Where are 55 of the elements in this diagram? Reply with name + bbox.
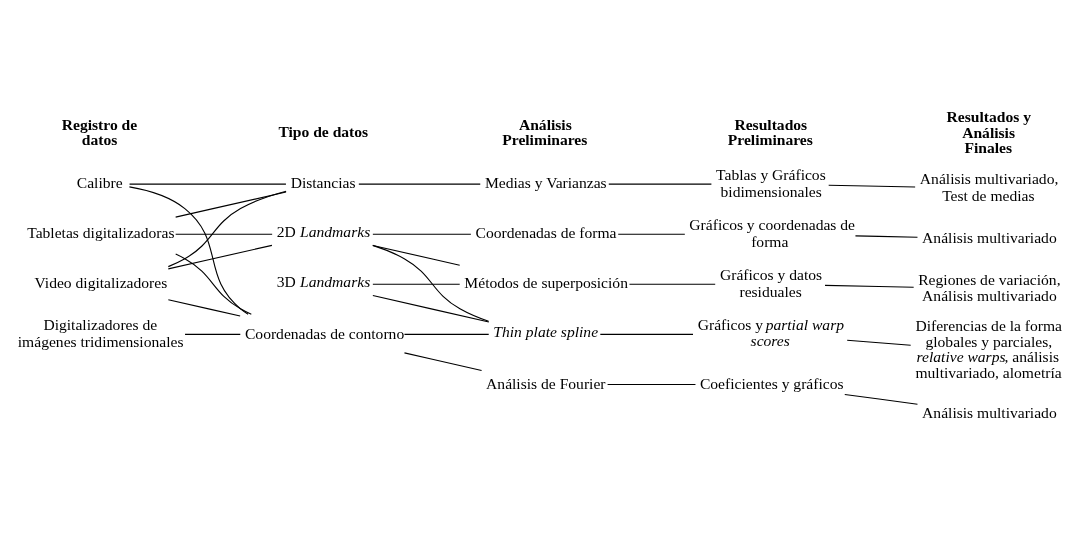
connector [372,294,490,323]
node-text: Thin plate spline [493,322,599,340]
node-text: Gráficos y datos residuales [719,265,823,300]
connector [628,283,716,285]
connector [844,393,919,405]
node-text: Calibre [76,173,123,191]
node-text: Análisis de Fourier [486,374,606,392]
node-text: 3D Landmarks [276,272,371,290]
node-text: Tablas y Gráficos bidimensionales [716,165,826,200]
node-text: Tabletas digitalizadoras [27,223,175,241]
connector [129,183,287,185]
connector [854,234,919,238]
node-text: Regiones de variación, Análisis multivariado [918,270,1061,304]
node-text: Análisis multivariado, Test de medias [919,169,1059,204]
node-text: Medias y Varianzas [484,173,607,191]
connector [846,339,912,346]
node-text: Coordenadas de forma [475,223,617,241]
connector [184,333,241,335]
connector [372,244,490,322]
node-text: Video digitalizadores [34,273,168,291]
connector [607,383,697,385]
connector [175,233,273,235]
connector [403,333,490,335]
connector [372,283,461,285]
connector [372,244,461,266]
connector [175,191,287,218]
connector [403,351,483,371]
node-text: Digitalizadores de imágenes tridimensionales [17,315,184,350]
label: Resultados y Análisis Finales [946,107,1032,156]
node-text: Análisis multivariado [922,228,1057,246]
label: Registro de datos [61,115,138,148]
node-text: Diferencias de la forma globales y parciales, relative warps, análisis multivariado, alometría [915,316,1063,381]
connector [128,185,249,315]
node-text: Coordenadas de contorno [244,324,405,342]
node-text: Gráficos y coordenadas de forma [689,215,856,250]
connector [617,233,686,235]
label: Análisis Preliminares [502,115,588,148]
connector [828,184,916,188]
connector [824,284,915,288]
node-text: Distancias [290,173,356,191]
label: Resultados Preliminares [727,115,813,148]
connector [167,190,287,267]
label: Tipo de datos [278,122,369,140]
node-text: Métodos de superposición [464,273,628,291]
node-text: Coeficientes y gráficos [699,374,844,392]
connector [358,183,481,185]
connector [372,233,472,235]
connector [175,253,252,315]
connector [167,298,241,317]
connector [608,183,712,185]
node-text: Gráficos y partial warp scores [697,315,844,349]
node-text: Análisis multivariado [922,403,1057,421]
node-text: 2D Landmarks [276,222,371,240]
connector [167,244,273,269]
connector [599,333,694,335]
